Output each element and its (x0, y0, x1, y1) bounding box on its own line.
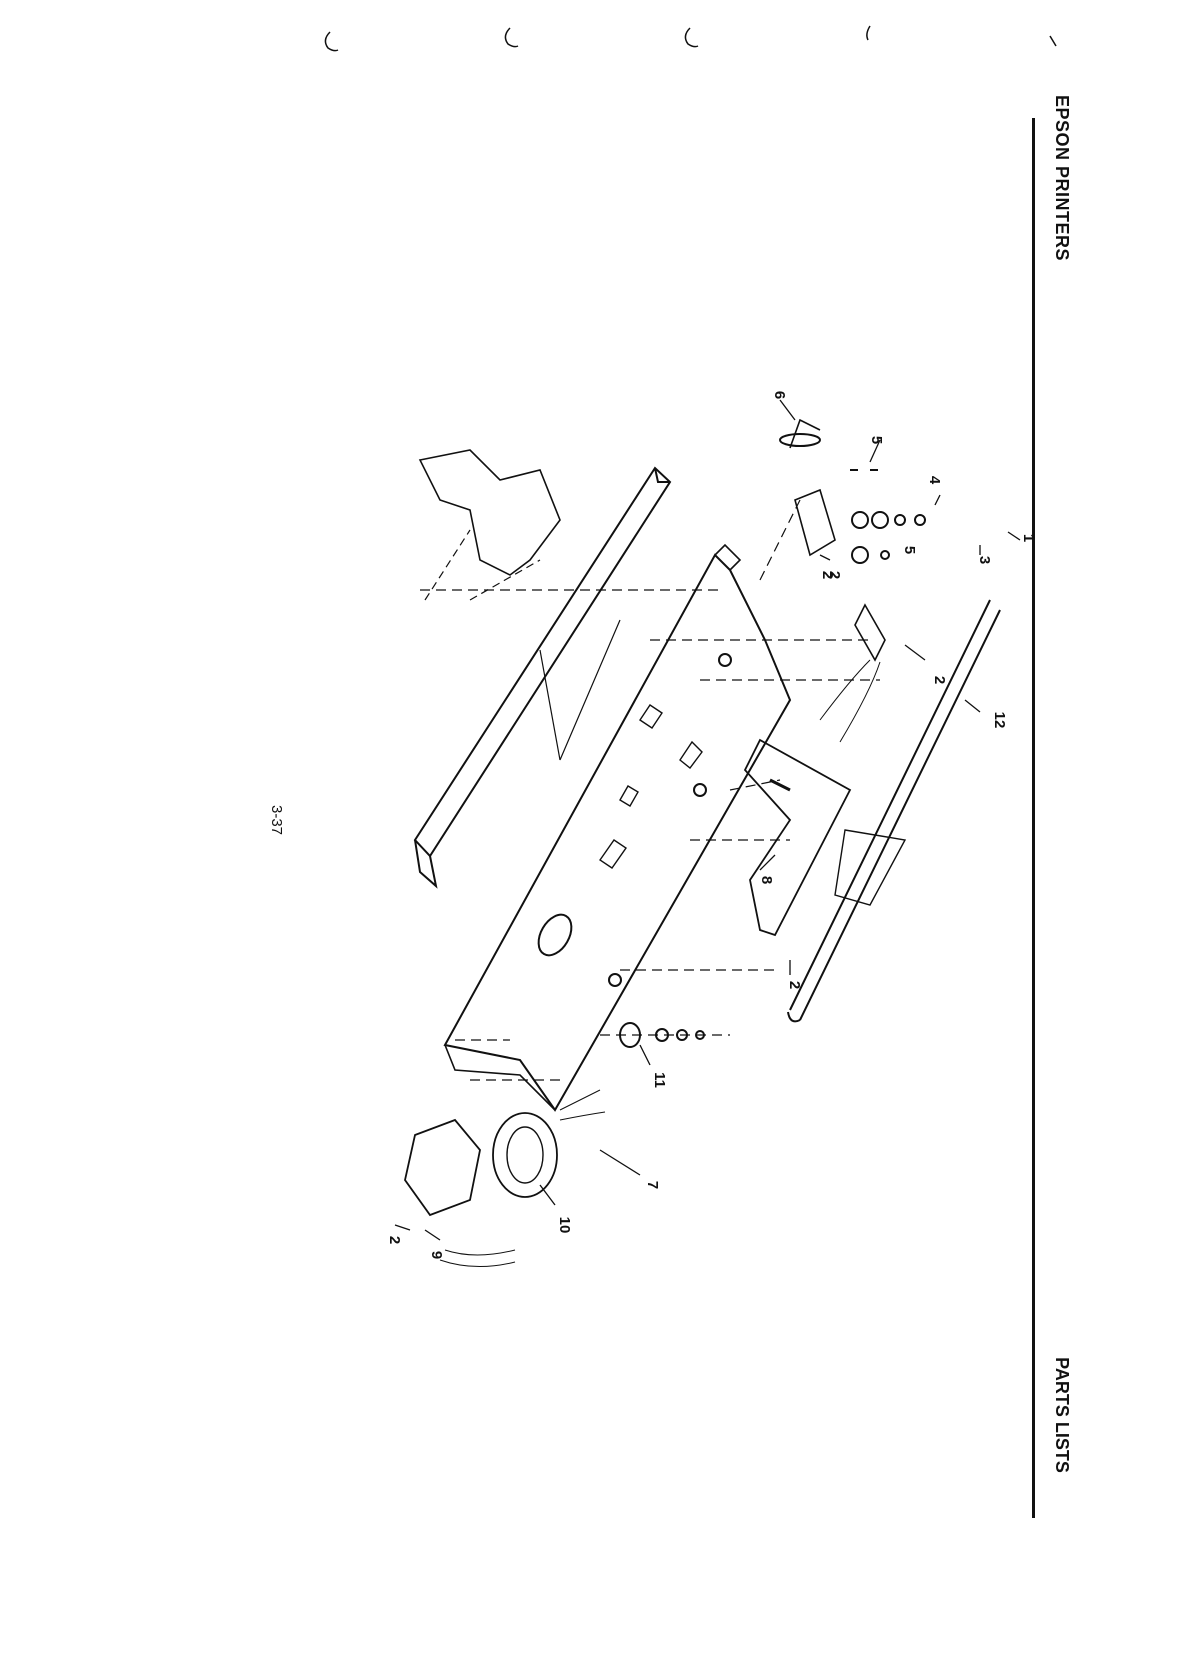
callout-9: 9 (428, 1251, 445, 1259)
callout-leaders (395, 400, 1020, 1240)
callout-2e: 2 (386, 1236, 403, 1244)
callout-1: 1 (1020, 534, 1037, 542)
diagram-artwork (325, 26, 1056, 1267)
callout-6: 6 (771, 391, 788, 399)
callout-8: 8 (758, 876, 775, 884)
callout-11: 11 (651, 1072, 668, 1088)
callout-3: 3 (976, 556, 993, 564)
callout-5: 5 (868, 436, 885, 444)
callout-7: 7 (644, 1181, 661, 1189)
callout-2b: 2 (826, 571, 843, 579)
callout-4: 4 (926, 476, 943, 485)
callout-2c: 2 (931, 676, 948, 684)
callout-10: 10 (556, 1217, 573, 1234)
callout-12: 12 (991, 712, 1008, 729)
callout-5b: 5 (901, 546, 918, 554)
callout-labels: 1 2 3 4 5 5 6 2 2 12 8 2 11 7 10 2 9 (386, 391, 1037, 1259)
callout-2d: 2 (786, 981, 803, 989)
